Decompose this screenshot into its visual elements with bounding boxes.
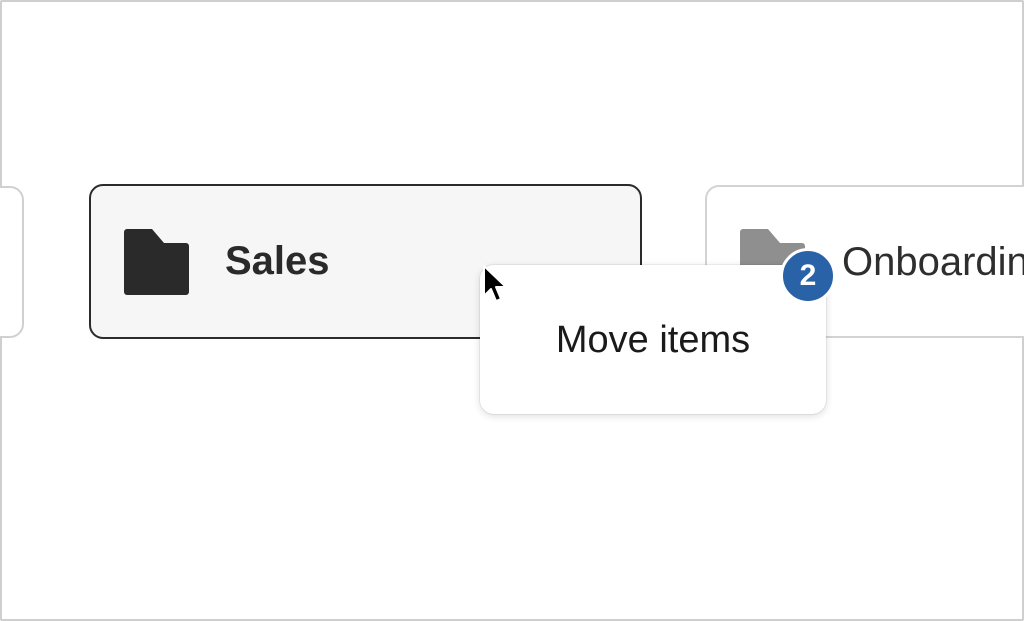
mouse-pointer-icon: [482, 264, 512, 311]
drag-preview-label: Move items: [555, 319, 751, 361]
folder-card-partial[interactable]: [0, 186, 24, 338]
folder-name: Sales: [225, 239, 330, 283]
item-count-badge: 2: [780, 248, 836, 304]
folder-icon: [124, 229, 190, 300]
drag-preview: Move items: [480, 265, 826, 414]
folder-name: Onboarding: [842, 240, 1024, 284]
